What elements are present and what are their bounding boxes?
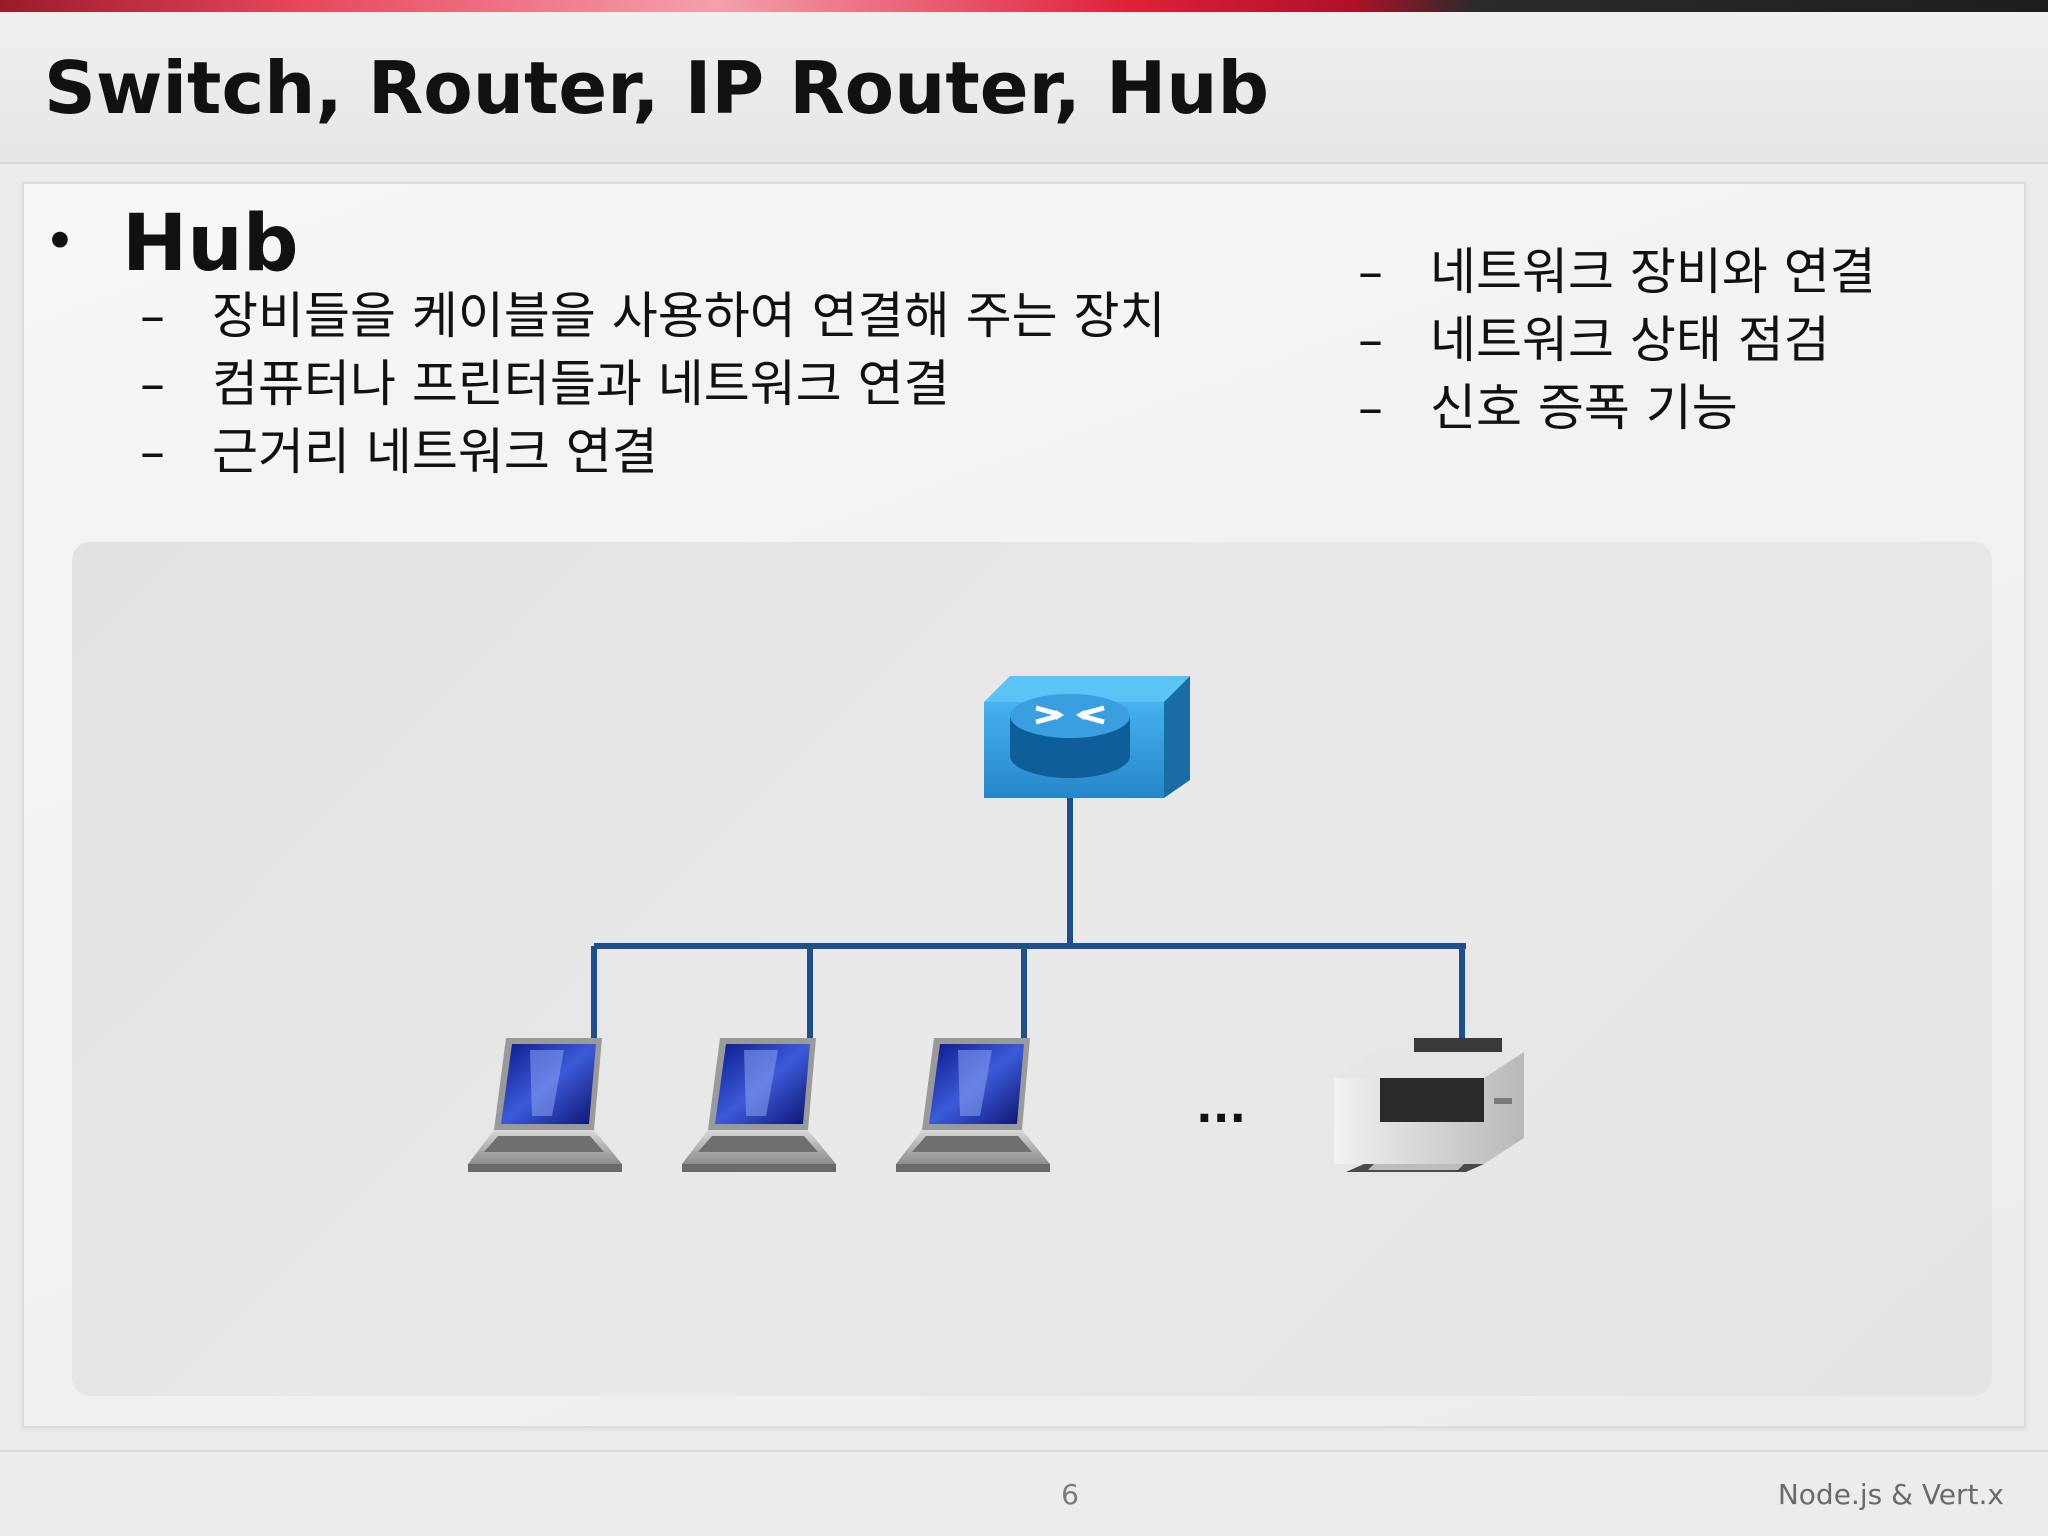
network-hub-icon bbox=[984, 676, 1190, 798]
hub-function-list: –네트워크 장비와 연결 –네트워크 상태 점검 –신호 증폭 기능 bbox=[1358, 238, 1876, 442]
bullet-marker: • bbox=[44, 210, 76, 273]
page-number: 6 bbox=[1061, 1478, 1079, 1511]
list-item: –신호 증폭 기능 bbox=[1358, 379, 1738, 437]
title-area: Switch, Router, IP Router, Hub bbox=[0, 12, 2048, 164]
connection-lines bbox=[591, 790, 1466, 1040]
laptop-icon bbox=[468, 1038, 622, 1172]
list-item: –장비들을 케이블을 사용하여 연결해 주는 장치 bbox=[140, 287, 1166, 345]
footer-brand: Node.js & Vert.x bbox=[1777, 1478, 2004, 1511]
list-item: –네트워크 상태 점검 bbox=[1358, 311, 1830, 369]
slide-title: Switch, Router, IP Router, Hub bbox=[44, 46, 1270, 130]
hub-description-list: –장비들을 케이블을 사용하여 연결해 주는 장치 –컴퓨터나 프린터들과 네트… bbox=[140, 282, 1165, 486]
laptop-icon bbox=[682, 1038, 836, 1172]
laptop-icon bbox=[896, 1038, 1050, 1172]
list-item: –컴퓨터나 프린터들과 네트워크 연결 bbox=[140, 355, 950, 413]
more-devices-ellipsis: ... bbox=[1196, 1082, 1247, 1133]
printer-icon bbox=[1334, 1038, 1524, 1172]
list-item: –네트워크 장비와 연결 bbox=[1358, 243, 1876, 301]
footer-divider bbox=[0, 1450, 2048, 1452]
bullet-heading: Hub bbox=[122, 199, 299, 289]
list-item: –근거리 네트워크 연결 bbox=[140, 423, 658, 481]
top-accent-bar bbox=[0, 0, 2048, 12]
